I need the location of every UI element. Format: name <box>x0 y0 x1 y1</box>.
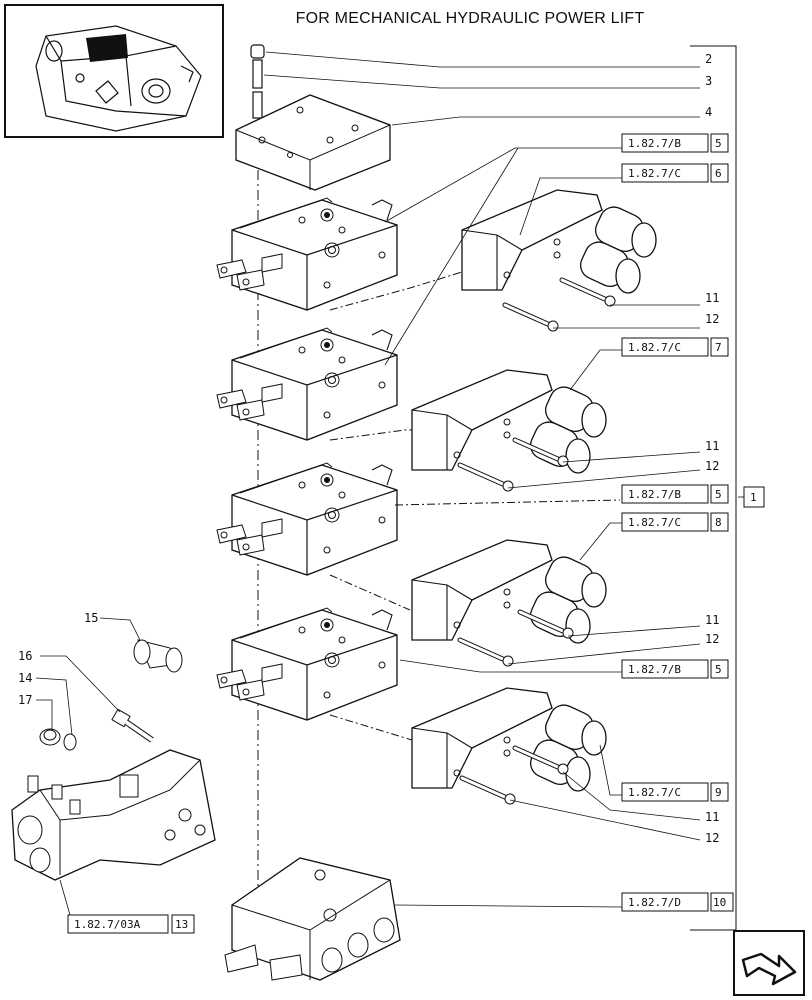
quick-coupler-2 <box>411 369 607 474</box>
reference-number: 9 <box>715 786 722 799</box>
item-2-nut <box>250 44 265 59</box>
callout-2: 2 <box>705 52 712 66</box>
quick-coupler-3 <box>411 539 607 644</box>
control-valve-3 <box>216 462 398 576</box>
reference-box[interactable]: 1.82.7/C 8 <box>621 512 729 532</box>
item-4-cover-plate <box>235 94 391 191</box>
reference-box[interactable]: 1.82.7/B 5 <box>621 133 729 153</box>
item-15-fitting <box>133 639 183 673</box>
power-lift-housing-icon <box>35 25 202 132</box>
callout-12: 12 <box>705 831 719 845</box>
reference-code: 1.82.7/03A <box>74 918 141 931</box>
end-cover-valve <box>224 857 401 981</box>
reference-code: 1.82.7/B <box>628 137 681 150</box>
callout-3: 3 <box>705 74 712 88</box>
reference-box[interactable]: 1.82.7/B 5 <box>621 659 729 679</box>
callout-4: 4 <box>705 105 712 119</box>
assembly-reference-number: 1 <box>750 491 757 504</box>
item-3-stud <box>252 59 263 89</box>
callout-11: 11 <box>705 291 719 305</box>
reference-number: 10 <box>713 896 726 909</box>
distributor-body <box>11 749 216 881</box>
reference-code: 1.82.7/C <box>628 516 681 529</box>
reference-number: 8 <box>715 516 722 529</box>
reference-code: 1.82.7/C <box>628 341 681 354</box>
page-title: FOR MECHANICAL HYDRAULIC POWER LIFT <box>295 10 645 27</box>
callout-11: 11 <box>705 613 719 627</box>
quick-coupler-4 <box>411 687 607 792</box>
reference-number: 7 <box>715 341 722 354</box>
callout-11: 11 <box>705 439 719 453</box>
control-valve-2 <box>216 327 398 441</box>
callout-11: 11 <box>705 810 719 824</box>
next-page-arrow-icon <box>733 930 805 996</box>
callout-12: 12 <box>705 312 719 326</box>
reference-number: 13 <box>175 918 188 931</box>
reference-code: 1.82.7/B <box>628 488 681 501</box>
reference-box[interactable]: 1.82.7/C 9 <box>621 782 729 802</box>
control-valve-1 <box>216 197 398 311</box>
callout-12: 12 <box>705 632 719 646</box>
reference-box[interactable]: 1.82.7/03A 13 <box>67 914 195 934</box>
quick-coupler-1 <box>461 189 657 294</box>
callout-12: 12 <box>705 459 719 473</box>
callout-17: 17 <box>18 693 32 707</box>
reference-box[interactable]: 1.82.7/B 5 <box>621 484 729 504</box>
reference-code: 1.82.7/D <box>628 896 681 909</box>
next-page-button[interactable] <box>733 930 805 996</box>
reference-number: 6 <box>715 167 722 180</box>
reference-box[interactable]: 1.82.7/D 10 <box>621 892 734 912</box>
reference-number: 5 <box>715 137 722 150</box>
callout-14: 14 <box>18 671 32 685</box>
callout-16: 16 <box>18 649 32 663</box>
reference-code: 1.82.7/C <box>628 786 681 799</box>
reference-code: 1.82.7/B <box>628 663 681 676</box>
item-14-o-ring <box>63 733 77 751</box>
control-valve-4 <box>216 607 398 721</box>
reference-code: 1.82.7/C <box>628 167 681 180</box>
reference-number: 5 <box>715 488 722 501</box>
assembly-reference-box[interactable] <box>743 486 765 508</box>
reference-number: 5 <box>715 663 722 676</box>
thumbnail-frame <box>4 4 224 138</box>
callout-15: 15 <box>84 611 98 625</box>
reference-box[interactable]: 1.82.7/C 6 <box>621 163 729 183</box>
item-16-screw <box>111 708 154 743</box>
reference-box[interactable]: 1.82.7/C 7 <box>621 337 729 357</box>
item-17-plug <box>39 728 61 746</box>
